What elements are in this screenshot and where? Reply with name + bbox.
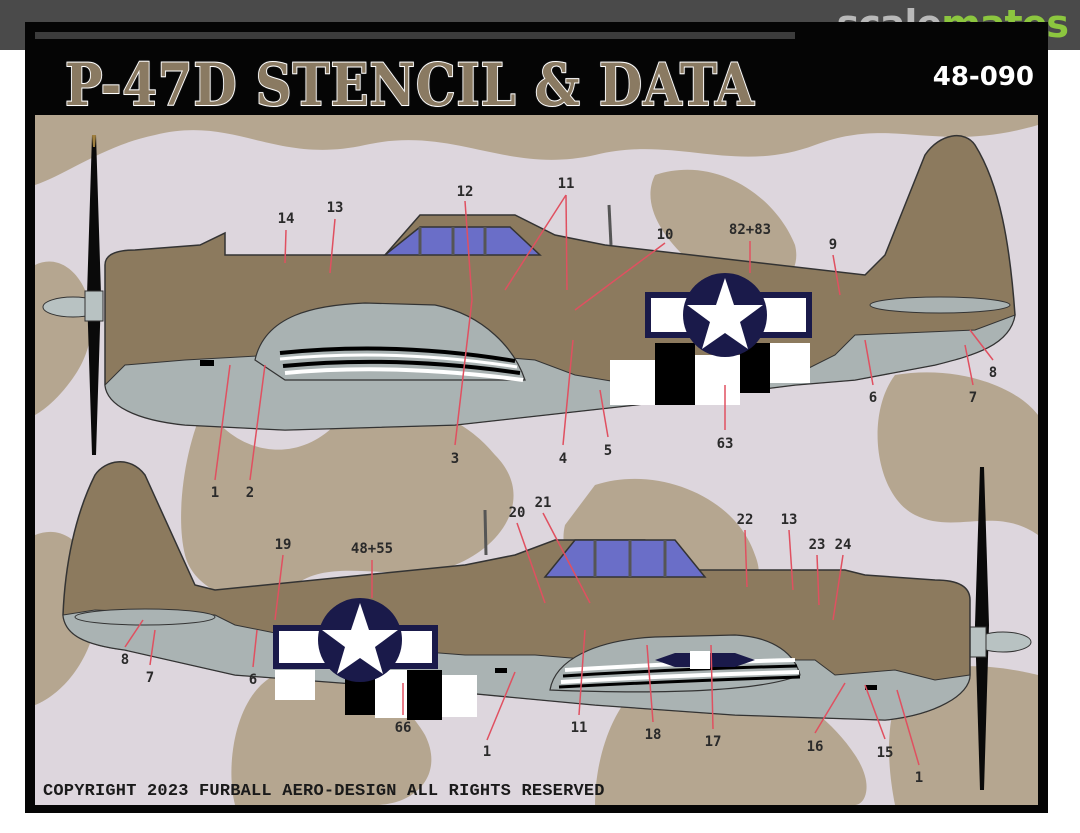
insignia-star-bar	[610, 273, 812, 405]
callout-label: 6	[248, 672, 258, 688]
callout-label: 10	[656, 227, 674, 243]
callout-label: 17	[704, 734, 722, 750]
callout-label: 1	[210, 485, 220, 501]
callout-label: 2	[245, 485, 255, 501]
callout-label: 20	[508, 505, 526, 521]
callout-label: 16	[806, 739, 824, 755]
callout-label: 15	[876, 745, 894, 761]
callout-label: 11	[557, 176, 575, 192]
callout-label: 63	[716, 436, 734, 452]
callout-label: 7	[968, 390, 978, 406]
callout-lines	[124, 194, 994, 766]
callout-label: 11	[570, 720, 588, 736]
callout-label: 14	[277, 211, 295, 227]
callout-label: 23	[808, 537, 826, 553]
callout-label: 4	[558, 451, 568, 467]
callout-label: 82+83	[728, 222, 772, 238]
callout-label: 13	[780, 512, 798, 528]
callout-label: 5	[603, 443, 613, 459]
callout-label: 66	[394, 720, 412, 736]
bottom-aircraft	[62, 461, 1032, 790]
callout-label: 6	[868, 390, 878, 406]
callout-label: 8	[120, 652, 130, 668]
product-code: 48-090	[932, 62, 1034, 92]
callout-label: 1	[914, 770, 924, 786]
header-stripe	[35, 32, 795, 39]
callout-label: 22	[736, 512, 754, 528]
sheet-title: P-47D STENCIL & DATA	[64, 50, 755, 120]
artwork-panel: 1 2 3 4 5 6 7 8 9 10 11 12 13 14 82+83 6…	[35, 115, 1038, 805]
aircraft-illustration	[35, 115, 1038, 805]
decal-sheet-card: P-47D STENCIL & DATA 48-090	[25, 22, 1048, 813]
callout-label: 7	[145, 670, 155, 686]
callout-label: 18	[644, 727, 662, 743]
callout-label: 8	[988, 365, 998, 381]
copyright-notice: COPYRIGHT 2023 FURBALL AERO-DESIGN ALL R…	[43, 782, 605, 801]
callout-label: 21	[534, 495, 552, 511]
callout-label: 9	[828, 237, 838, 253]
callout-label: 13	[326, 200, 344, 216]
callout-label: 1	[482, 744, 492, 760]
callout-label: 24	[834, 537, 852, 553]
callout-label: 12	[456, 184, 474, 200]
camo-background	[35, 115, 1038, 805]
insignia-star-bar-left	[273, 598, 477, 720]
callout-label: 3	[450, 451, 460, 467]
callout-label: 48+55	[350, 541, 394, 557]
callout-label: 19	[274, 537, 292, 553]
top-aircraft	[42, 135, 1016, 455]
